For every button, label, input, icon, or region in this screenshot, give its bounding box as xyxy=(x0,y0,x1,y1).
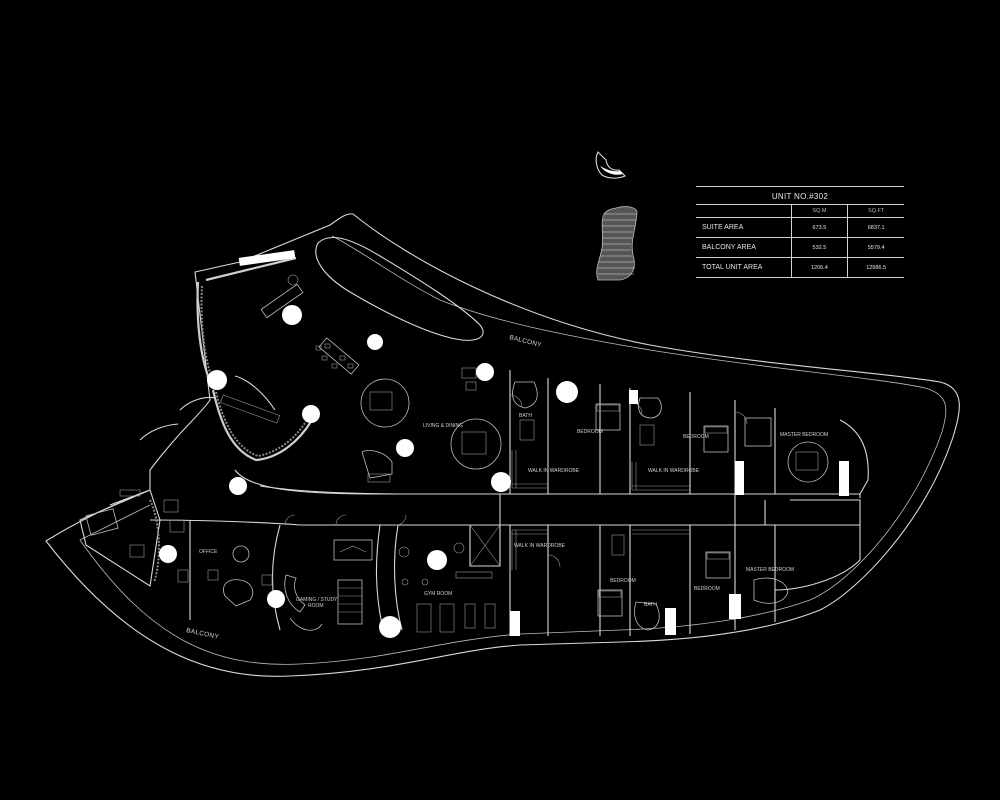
label-bath-2: BATH xyxy=(644,602,657,608)
key-plan-icon xyxy=(595,151,626,179)
table-row: BALCONY AREA 532.5 5579.4 xyxy=(696,238,904,258)
header-blank xyxy=(696,205,792,217)
unit-area-table: UNIT NO.#302 SQ.M SQ.FT SUITE AREA 673.5… xyxy=(696,186,904,278)
label-walk-in-2: WALK IN WARDROBE xyxy=(648,468,700,474)
marker-circles xyxy=(159,305,578,638)
label-balcony-south: BALCONY xyxy=(186,627,220,641)
row-label: BALCONY AREA xyxy=(696,238,792,257)
interior-walls xyxy=(79,256,869,636)
row-sqft: 5579.4 xyxy=(867,244,885,251)
label-bedroom-1: BEDROOM xyxy=(577,429,603,435)
label-living-dining: LIVING & DINING xyxy=(423,423,463,429)
kitchen-hatch xyxy=(149,285,309,583)
row-label: SUITE AREA xyxy=(696,218,792,237)
label-master-bedroom-north: MASTER BEDROOM xyxy=(780,432,828,438)
unit-number-title: UNIT NO.#302 xyxy=(696,186,904,205)
label-balcony-north: BALCONY xyxy=(509,334,543,349)
table-row: SUITE AREA 673.5 6837.1 xyxy=(696,218,904,238)
table-header: SQ.M SQ.FT xyxy=(696,205,904,218)
label-walk-in-3: WALK IN WARDROBE xyxy=(514,543,566,549)
label-bedroom-2: BEDROOM xyxy=(683,434,709,440)
label-master-bedroom-south: MASTER BEDROOM xyxy=(746,567,794,573)
label-bedroom-4: BEDROOM xyxy=(694,586,720,592)
header-sqm: SQ.M xyxy=(792,205,849,217)
north-balcony-loop xyxy=(315,236,484,341)
row-sqft: 6837.1 xyxy=(867,224,885,231)
label-gaming-study-2: ROOM xyxy=(308,603,324,609)
row-sqm: 1206.4 xyxy=(792,258,849,277)
label-walk-in-1: WALK IN WARDROBE xyxy=(528,468,580,474)
label-bath-1: BATH xyxy=(519,413,532,419)
label-bedroom-3: BEDROOM xyxy=(610,578,636,584)
row-sqm: 532.5 xyxy=(792,238,849,257)
tower-elevation-icon xyxy=(596,206,638,281)
furniture xyxy=(85,274,829,633)
outer-perimeter xyxy=(45,213,960,677)
row-sqm: 673.5 xyxy=(792,218,849,237)
label-gaming-study-1: GAMING / STUDY xyxy=(296,597,338,603)
header-sqft: SQ.FT xyxy=(868,208,885,214)
table-row: TOTAL UNIT AREA 1206.4 12986.5 xyxy=(696,258,904,278)
marker-rectangles xyxy=(238,250,849,636)
label-gym-room: GYM ROOM xyxy=(424,591,452,597)
row-label: TOTAL UNIT AREA xyxy=(696,258,792,277)
label-office: OFFICE xyxy=(199,549,218,555)
row-sqft: 12986.5 xyxy=(866,264,887,271)
